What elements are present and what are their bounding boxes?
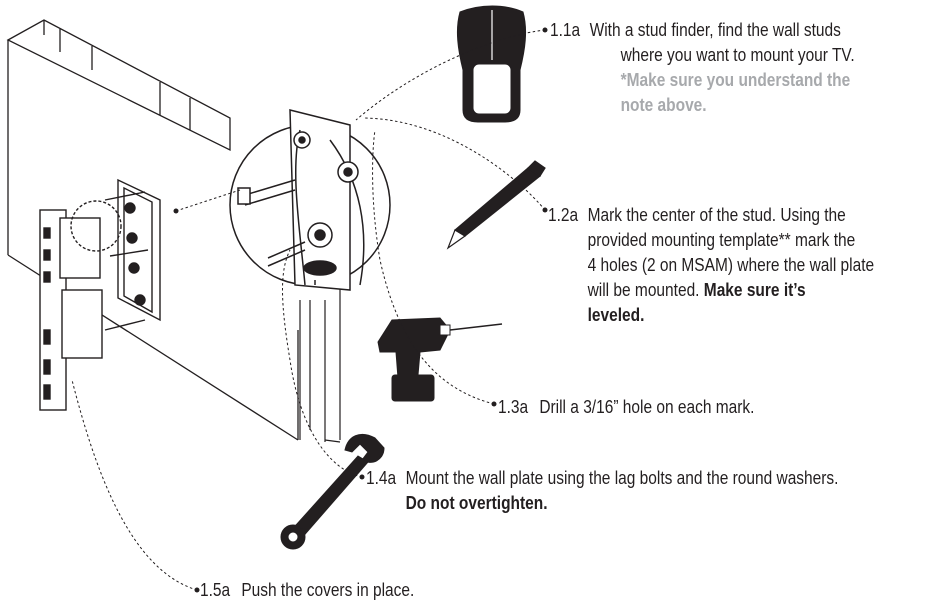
wall-plate-bracket — [39, 178, 161, 411]
step-text-line: where you want to mount your TV. — [620, 45, 855, 65]
step-bold-text: leveled. — [587, 305, 645, 325]
drill-icon — [377, 317, 503, 402]
step-text-line: With a stud finder, find the wall studs — [589, 20, 841, 40]
step-number: 1.2a — [548, 205, 579, 225]
step-number: 1.1a — [550, 20, 581, 40]
step-text-line: will be mounted. — [587, 280, 700, 300]
stud-finder-icon — [456, 5, 527, 123]
step-note-line: note above. — [620, 95, 707, 115]
leader-lines — [71, 29, 546, 591]
step-bold-text: Do not overtighten. — [405, 493, 548, 513]
step-1-2a: 1.2a Mark the center of the stud. Using … — [548, 203, 874, 328]
step-text-line: Push the covers in place. — [241, 580, 415, 600]
step-1-4a: 1.4a Mount the wall plate using the lag … — [366, 466, 838, 516]
step-text-line: Mount the wall plate using the lag bolts… — [405, 468, 839, 488]
step-number: 1.5a — [200, 580, 231, 600]
pencil-icon — [446, 160, 546, 250]
step-bold-text: Make sure it’s — [703, 280, 806, 300]
step-number: 1.3a — [498, 397, 529, 417]
step-note-line: *Make sure you understand the — [620, 70, 851, 90]
step-1-3a: 1.3a Drill a 3/16” hole on each mark. — [498, 395, 754, 420]
step-number: 1.4a — [366, 468, 397, 488]
detail-magnifier — [229, 109, 391, 291]
step-text-line: Drill a 3/16” hole on each mark. — [539, 397, 755, 417]
wrench-icon — [280, 434, 385, 550]
step-text-line: Mark the center of the stud. Using the — [587, 205, 846, 225]
step-text-line: 4 holes (2 on MSAM) where the wall plate — [587, 255, 875, 275]
step-1-5a: 1.5a Push the covers in place. — [200, 578, 414, 603]
step-1-1a: 1.1a With a stud finder, find the wall s… — [550, 18, 855, 118]
step-text-line: provided mounting template** mark the — [587, 230, 856, 250]
leader-dots — [173, 27, 548, 593]
